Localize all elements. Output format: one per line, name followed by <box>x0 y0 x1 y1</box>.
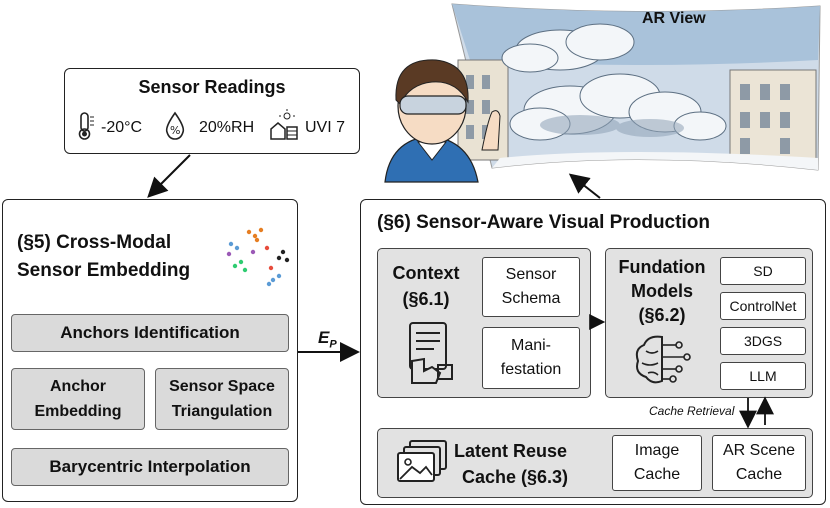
model-item-3dgs-label: 3DGS <box>743 333 783 349</box>
image-cache-line1: Image <box>634 442 680 459</box>
model-item-controlnet-label: ControlNet <box>729 298 797 314</box>
uv-index-value: UVI 7 <box>305 119 346 136</box>
embedding-title-line1: (§5) Cross-Modal <box>17 232 172 253</box>
ar-scene-cache-line1: AR Scene <box>722 442 796 459</box>
embedding-output-subscript: P <box>329 338 337 351</box>
visual-production-panel: (§6) Sensor-Aware Visual Production Cont… <box>360 199 826 505</box>
model-item-3dgs: 3DGS <box>720 327 806 355</box>
barycentric-interpolation-step: Barycentric Interpolation <box>11 448 289 486</box>
model-item-llm: LLM <box>720 362 806 390</box>
embedding-title-line2: Sensor Embedding <box>17 260 191 281</box>
cache-retrieval-label: Cache Retrieval <box>649 404 735 418</box>
svg-text:%: % <box>170 124 180 137</box>
production-title: (§6) Sensor-Aware Visual Production <box>377 212 710 233</box>
context-panel: Context (§6.1) Sensor Schema Mani- festa… <box>377 248 591 398</box>
anchor-embedding-step: Anchor Embedding <box>11 368 145 430</box>
sensor-space-triangulation-step: Sensor Space Triangulation <box>155 368 289 430</box>
embedding-output-symbol: E <box>318 328 330 347</box>
ar-scene-cache-line2: Cache <box>735 466 783 483</box>
anchor-embedding-line1: Anchor <box>50 378 106 395</box>
anchor-embedding-line2: Embedding <box>34 403 122 420</box>
sensor-schema-line2: Schema <box>501 290 561 307</box>
latent-title-line1: Latent Reuse <box>454 441 568 461</box>
anchors-identification-label: Anchors Identification <box>60 323 240 342</box>
image-cache-line2: Cache <box>633 466 681 483</box>
arrow-production-to-ar-view <box>568 173 601 199</box>
manifestation-box: Mani- festation <box>482 327 580 389</box>
sensor-schema-box: Sensor Schema <box>482 257 580 317</box>
triangulation-line1: Sensor Space <box>169 378 275 395</box>
model-item-controlnet: ControlNet <box>720 292 806 320</box>
latent-title-line2: Cache (§6.3) <box>462 467 569 487</box>
context-title-line2: (§6.1) <box>402 289 450 309</box>
document-hand-icon <box>402 321 458 392</box>
sensor-readings-title: Sensor Readings <box>138 77 286 97</box>
arrow-readings-to-embedding <box>147 154 191 198</box>
sensor-schema-line1: Sensor <box>505 266 557 283</box>
cross-modal-embedding-panel: (§5) Cross-Modal Sensor Embedding Anchor… <box>2 199 298 502</box>
temperature-value: -20°C <box>101 119 143 136</box>
scattered-points-icon <box>223 222 295 299</box>
humidity-value: 20%RH <box>199 119 255 136</box>
latent-reuse-cache-panel: Latent Reuse Cache (§6.3) Image Cache AR… <box>377 428 813 498</box>
manifestation-line2: festation <box>500 361 562 378</box>
context-title-line1: Context <box>392 263 460 283</box>
embedding-output-label: EP <box>318 328 337 350</box>
models-title-line2: Models <box>630 281 693 301</box>
ar-view-label: AR View <box>642 10 706 27</box>
models-title-line1: Fundation <box>618 257 706 277</box>
thermometer-icon <box>75 111 97 146</box>
ar-scene-cache-box: AR Scene Cache <box>712 435 806 491</box>
model-item-sd-label: SD <box>753 263 773 279</box>
person-with-ar-glasses-icon <box>384 59 501 183</box>
manifestation-line1: Mani- <box>510 337 551 354</box>
foundation-models-panel: Fundation Models (§6.2) SD ControlNet 3D… <box>605 248 813 398</box>
image-stack-icon <box>396 439 450 492</box>
triangulation-line2: Triangulation <box>171 403 273 420</box>
image-cache-box: Image Cache <box>612 435 702 491</box>
model-item-llm-label: LLM <box>749 368 777 384</box>
barycentric-interpolation-label: Barycentric Interpolation <box>49 457 251 476</box>
uv-sun-icon <box>269 109 299 146</box>
humidity-drop-icon: % <box>163 111 187 146</box>
sensor-readings-panel: Sensor Readings -20°C % 20%RH UVI 7 <box>64 68 360 154</box>
model-item-sd: SD <box>720 257 806 285</box>
models-title-line3: (§6.2) <box>638 305 686 325</box>
anchors-identification-step: Anchors Identification <box>11 314 289 352</box>
brain-circuit-icon <box>632 333 696 390</box>
